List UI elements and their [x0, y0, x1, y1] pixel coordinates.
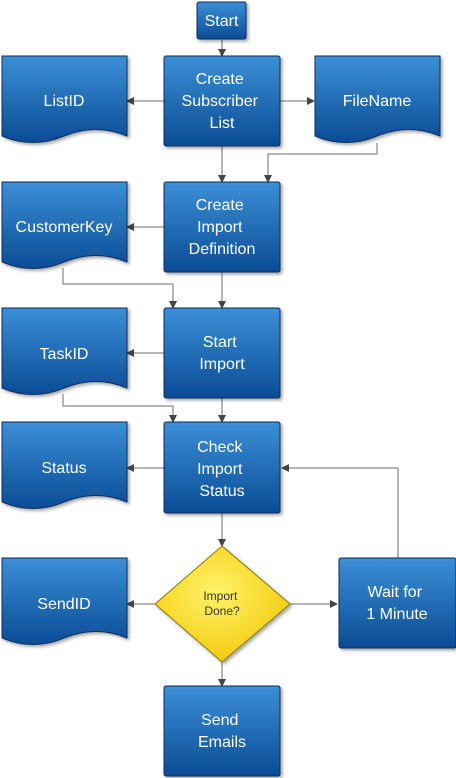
- node-wait-line-2: 1 Minute: [366, 606, 427, 623]
- svg-text:TaskID: TaskID: [40, 346, 89, 363]
- node-start: Start: [196, 1, 247, 40]
- node-create-list-line-1: Create: [196, 71, 244, 88]
- svg-text:Check Import Statu: Check Import Status: [197, 439, 247, 500]
- node-create-import-line-2: Import: [197, 219, 243, 236]
- doc-customer-key: CustomerKey: [1, 181, 128, 269]
- svg-text:Import Done?: Import Done?: [203, 589, 240, 618]
- node-create-import-definition: Create Import Definition: [163, 181, 281, 273]
- node-wait-one-minute: Wait for 1 Minute: [338, 557, 456, 649]
- svg-text:SendID: SendID: [37, 596, 90, 613]
- node-start-import-line-1: Start: [203, 334, 237, 351]
- node-send-emails-line-1: Send: [201, 712, 238, 729]
- node-check-status-line-2: Import: [197, 461, 243, 478]
- node-start-import: Start Import: [163, 307, 281, 399]
- doc-status: Status: [1, 421, 128, 509]
- svg-text:CustomerKey: CustomerKey: [16, 219, 113, 236]
- connectors: [62, 40, 399, 687]
- svg-text:Start Import: Start Import: [199, 334, 245, 373]
- doc-send-id: SendID: [1, 557, 128, 645]
- doc-file-name: FileName: [314, 55, 441, 143]
- node-create-subscriber-list: Create Subscriber List: [163, 55, 281, 147]
- svg-text:Start: Start: [205, 13, 239, 30]
- svg-text:ListID: ListID: [44, 93, 85, 110]
- svg-text:FileName: FileName: [343, 93, 412, 110]
- svg-text:Send Emails: Send Emails: [198, 712, 246, 751]
- svg-text:Status: Status: [41, 460, 86, 477]
- node-send-emails: Send Emails: [163, 685, 281, 777]
- doc-list-id: ListID: [1, 55, 128, 143]
- node-wait-line-1: Wait for: [368, 584, 423, 601]
- edge-file-name-to-create-import: [264, 143, 378, 183]
- node-create-import-line-1: Create: [196, 197, 244, 214]
- svg-text:Wait for 1 Minute: Wait for 1 Minute: [366, 584, 427, 623]
- node-create-list-line-3: List: [210, 115, 235, 132]
- node-check-status-line-1: Check: [197, 439, 243, 456]
- doc-file-name-label: FileName: [343, 93, 412, 110]
- svg-text:Create Import Defi: Create Import Definition: [189, 197, 256, 258]
- doc-send-id-label: SendID: [37, 596, 90, 613]
- doc-list-id-label: ListID: [44, 93, 85, 110]
- edge-customer-key-to-start-import: [62, 268, 177, 309]
- edge-wait-to-check-status: [281, 464, 399, 558]
- doc-status-label: Status: [41, 460, 86, 477]
- doc-task-id-label: TaskID: [40, 346, 89, 363]
- node-create-import-line-3: Definition: [189, 241, 256, 258]
- doc-task-id: TaskID: [1, 307, 128, 395]
- node-import-done-decision: Import Done?: [154, 545, 291, 663]
- node-import-done-line-1: Import: [203, 589, 238, 603]
- svg-text:Create Subscriber: Create Subscriber List: [182, 71, 263, 132]
- node-check-import-status: Check Import Status: [163, 421, 281, 514]
- node-create-list-line-2: Subscriber: [182, 93, 259, 110]
- edge-task-id-to-check-status: [62, 394, 177, 423]
- doc-customer-key-label: CustomerKey: [16, 219, 113, 236]
- node-start-import-line-2: Import: [199, 356, 245, 373]
- node-import-done-line-2: Done?: [204, 604, 240, 618]
- node-check-status-line-3: Status: [199, 483, 244, 500]
- node-start-label: Start: [205, 13, 239, 30]
- node-send-emails-line-2: Emails: [198, 734, 246, 751]
